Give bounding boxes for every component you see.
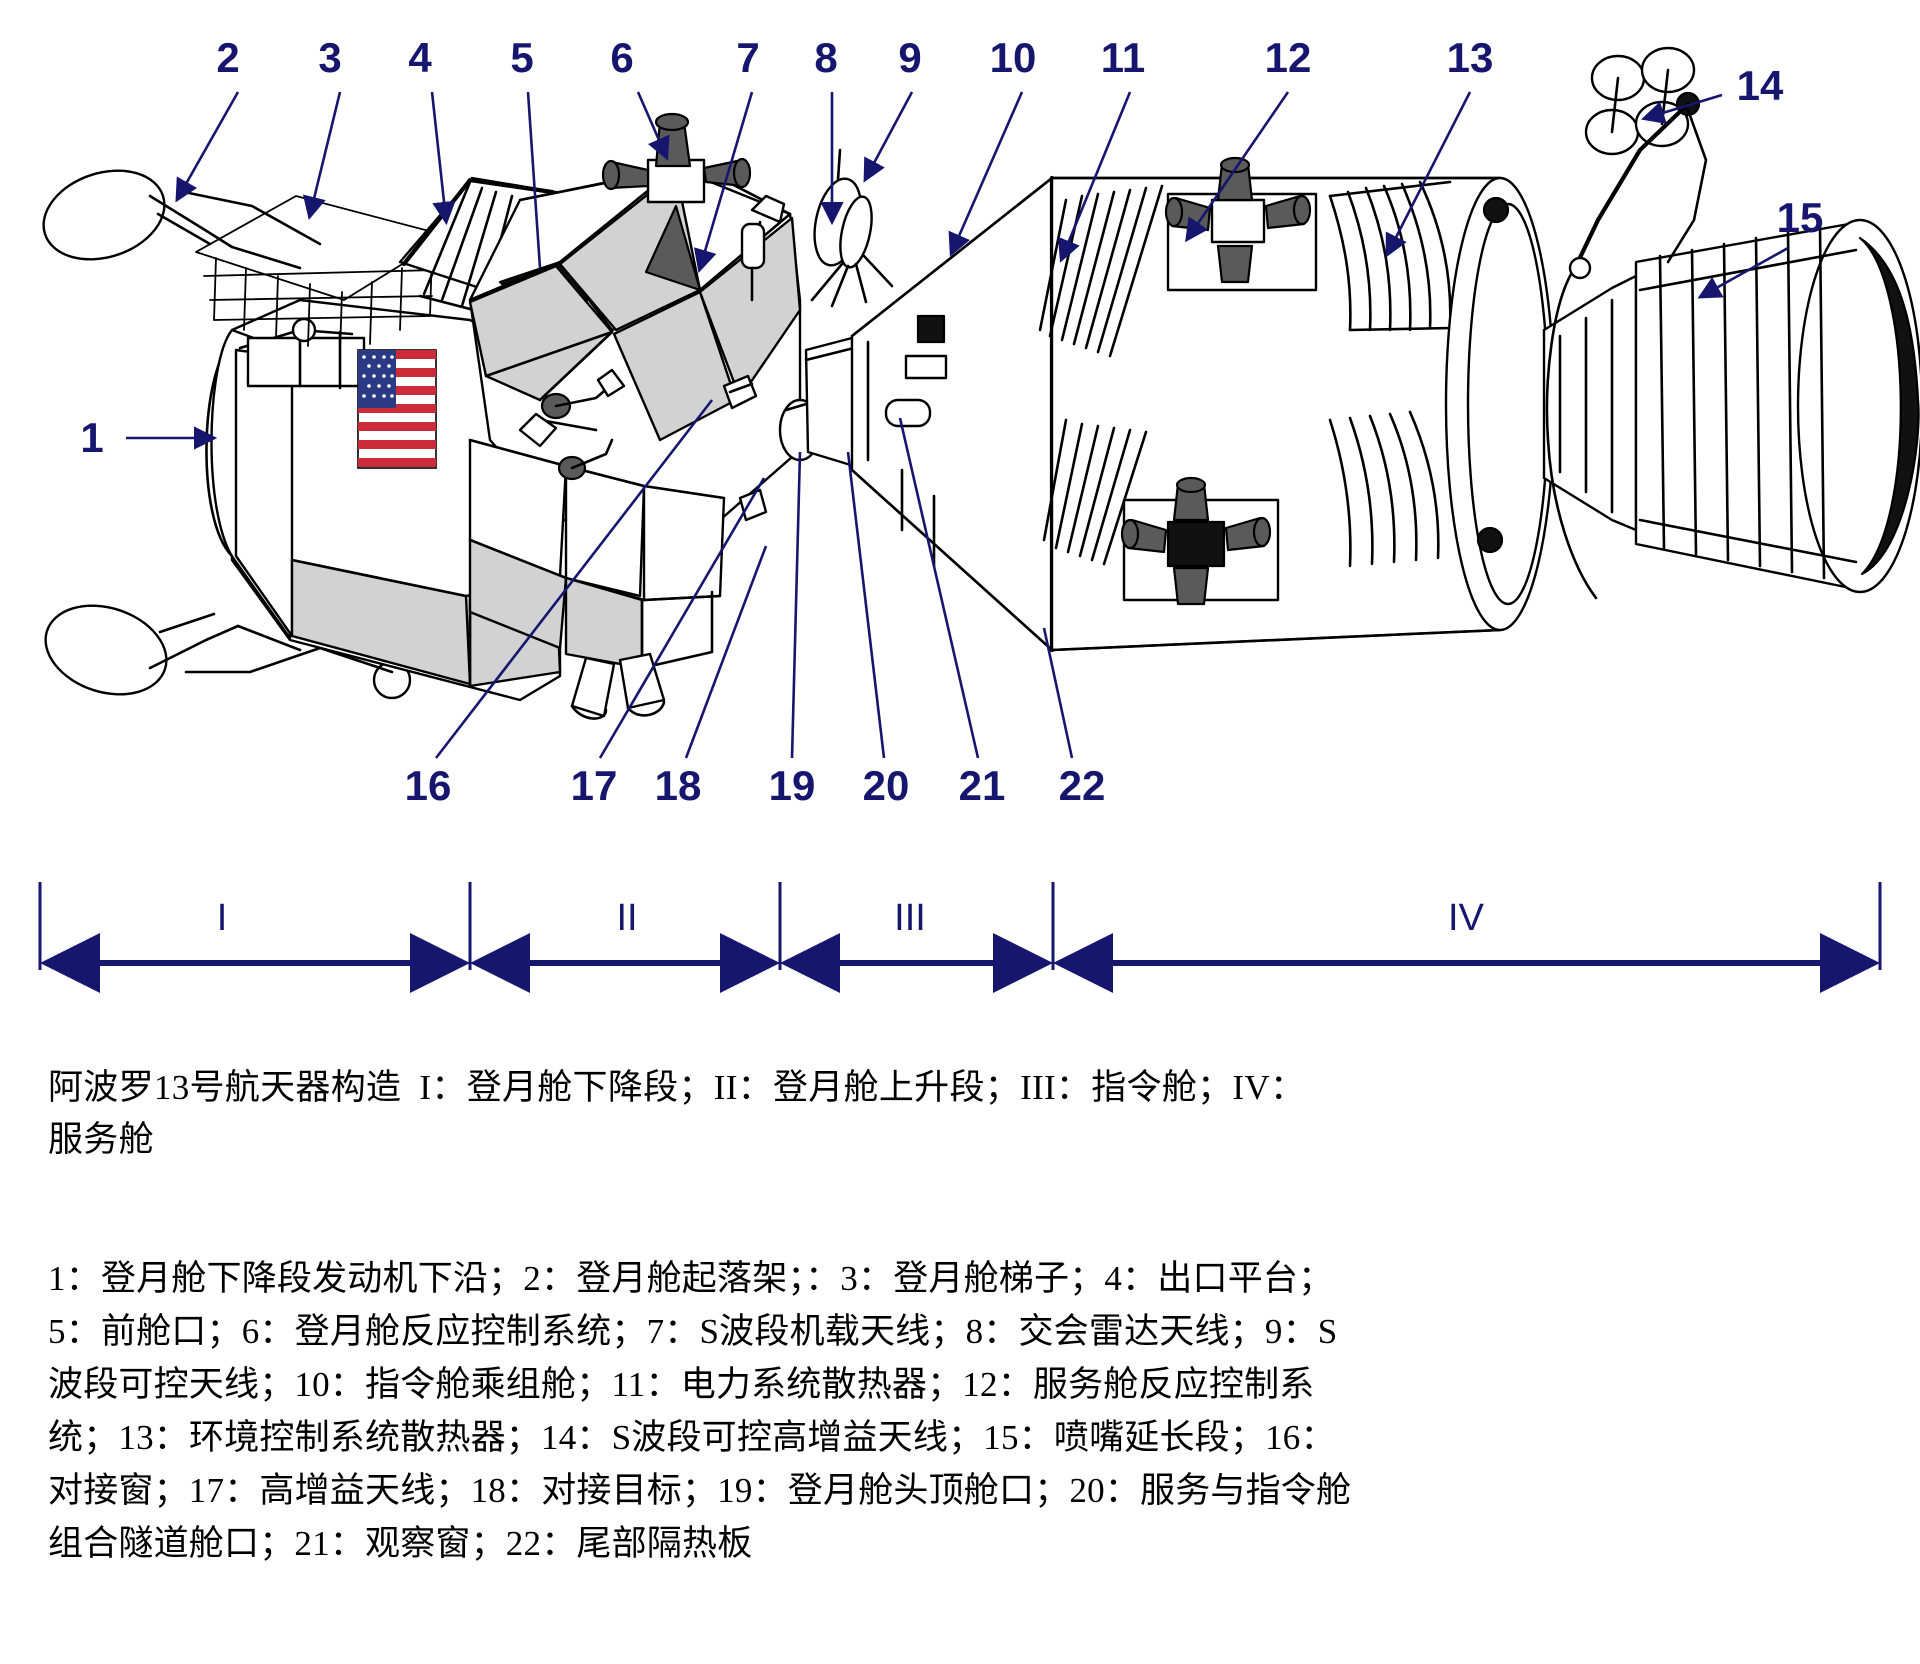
callout-13: 13 xyxy=(1385,34,1494,258)
callout-label-13: 13 xyxy=(1447,34,1494,81)
callout-label-11: 11 xyxy=(1101,34,1145,81)
callout-label-17: 17 xyxy=(571,762,618,809)
callout-22: 22 xyxy=(1042,627,1106,809)
rendezvous-radar-antenna xyxy=(810,148,894,308)
callout-20: 20 xyxy=(846,451,910,809)
section-arrow-II: II xyxy=(470,897,780,993)
callout-5: 5 xyxy=(510,34,542,269)
section-label-III: III xyxy=(894,897,926,939)
callout-12: 12 xyxy=(1185,34,1312,243)
callout-label-21: 21 xyxy=(959,762,1006,809)
callout-label-22: 22 xyxy=(1059,762,1106,809)
us-flag-decal xyxy=(357,349,437,469)
sm-rcs-quad-lower xyxy=(1120,476,1280,606)
caption-line-1: 阿波罗13号航天器构造 I：登月舱下降段；II：登月舱上升段；III：指令舱；I… xyxy=(48,1068,1306,1107)
legend-line-6: 组合隧道舱口；21：观察窗；22：尾部隔热板 xyxy=(48,1524,753,1563)
callout-label-1: 1 xyxy=(80,414,103,461)
callout-layer: 2 3 4 5 6 xyxy=(80,34,1823,809)
callout-label-10: 10 xyxy=(990,34,1037,81)
s-band-antenna-mast xyxy=(740,222,766,302)
callout-label-5: 5 xyxy=(510,34,533,81)
callout-label-2: 2 xyxy=(216,34,239,81)
caption-line-2: 服务舱 xyxy=(48,1120,154,1159)
section-arrow-IV: IV xyxy=(1053,897,1880,993)
section-label-IV: IV xyxy=(1448,897,1485,939)
callout-8: 8 xyxy=(814,34,844,226)
callout-7: 7 xyxy=(693,34,760,273)
spacecraft-diagram: 2 3 4 5 6 xyxy=(0,0,1920,830)
service-module xyxy=(1038,46,1920,652)
sps-engine-nozzle xyxy=(1542,218,1920,594)
callout-label-3: 3 xyxy=(318,34,341,81)
callout-15: 15 xyxy=(1697,194,1824,299)
callout-label-20: 20 xyxy=(863,762,910,809)
figure-caption: 阿波罗13号航天器构造 I：登月舱下降段；II：登月舱上升段；III：指令舱；I… xyxy=(48,1062,1848,1166)
section-arrow-I: I xyxy=(40,897,470,993)
callout-label-7: 7 xyxy=(736,34,759,81)
callout-11: 11 xyxy=(1058,34,1145,263)
callout-label-16: 16 xyxy=(405,762,452,809)
high-gain-antenna xyxy=(1545,46,1708,600)
section-label-I: I xyxy=(217,897,228,939)
landing-gear-lower-left xyxy=(44,604,412,700)
docking-target xyxy=(722,374,758,410)
callout-4: 4 xyxy=(408,34,456,226)
callout-2: 2 xyxy=(175,34,240,203)
callout-label-19: 19 xyxy=(769,762,816,809)
lm-ascent-stage xyxy=(468,112,894,720)
section-dimension-bar: I II III IV xyxy=(0,830,1920,1010)
legend-line-2: 5：前舱口；6：登月舱反应控制系统；7：S波段机载天线；8：交会雷达天线；9：S xyxy=(48,1312,1338,1351)
figure-legend: 1：登月舱下降段发动机下沿；2：登月舱起落架；：3：登月舱梯子；4：出口平台； … xyxy=(48,1252,1858,1570)
callout-label-8: 8 xyxy=(814,34,837,81)
section-label-II: II xyxy=(616,897,637,939)
callout-6: 6 xyxy=(610,34,670,161)
callout-3: 3 xyxy=(302,34,342,221)
callout-17: 17 xyxy=(571,477,766,809)
callout-1: 1 xyxy=(80,414,218,461)
lm-thruster-cluster xyxy=(518,368,626,481)
callout-18: 18 xyxy=(655,545,768,809)
callout-label-14: 14 xyxy=(1737,62,1784,109)
legend-line-1: 1：登月舱下降段发动机下沿；2：登月舱起落架；：3：登月舱梯子；4：出口平台； xyxy=(48,1259,1334,1298)
callout-label-12: 12 xyxy=(1265,34,1312,81)
callout-9: 9 xyxy=(863,34,922,183)
legend-line-4: 统；13：环境控制系统散热器；14：S波段可控高增益天线；15：喷嘴延长段；16… xyxy=(48,1418,1336,1457)
command-module xyxy=(804,175,1055,653)
legend-line-5: 对接窗；17：高增益天线；18：对接目标；19：登月舱头顶舱口；20：服务与指令… xyxy=(48,1471,1352,1510)
callout-label-4: 4 xyxy=(408,34,432,81)
lm-rcs-quad xyxy=(601,112,752,204)
callout-21: 21 xyxy=(898,417,1006,809)
callout-label-9: 9 xyxy=(898,34,921,81)
section-arrow-III: III xyxy=(780,897,1053,993)
landing-gear-upper-left xyxy=(42,169,322,344)
callout-label-15: 15 xyxy=(1777,194,1824,241)
sm-aft-bulkhead xyxy=(1444,176,1556,632)
callout-19: 19 xyxy=(769,451,816,809)
callout-10: 10 xyxy=(948,34,1037,257)
ecs-radiator xyxy=(1328,180,1454,568)
legend-line-3: 波段可控天线；10：指令舱乘组舱；11：电力系统散热器；12：服务舱反应控制系 xyxy=(48,1365,1315,1404)
callout-16: 16 xyxy=(405,399,714,809)
lm-descent-stage xyxy=(42,169,562,702)
callout-label-6: 6 xyxy=(610,34,633,81)
callout-label-18: 18 xyxy=(655,762,702,809)
callout-14: 14 xyxy=(1641,62,1784,124)
power-system-radiator xyxy=(1038,184,1164,566)
